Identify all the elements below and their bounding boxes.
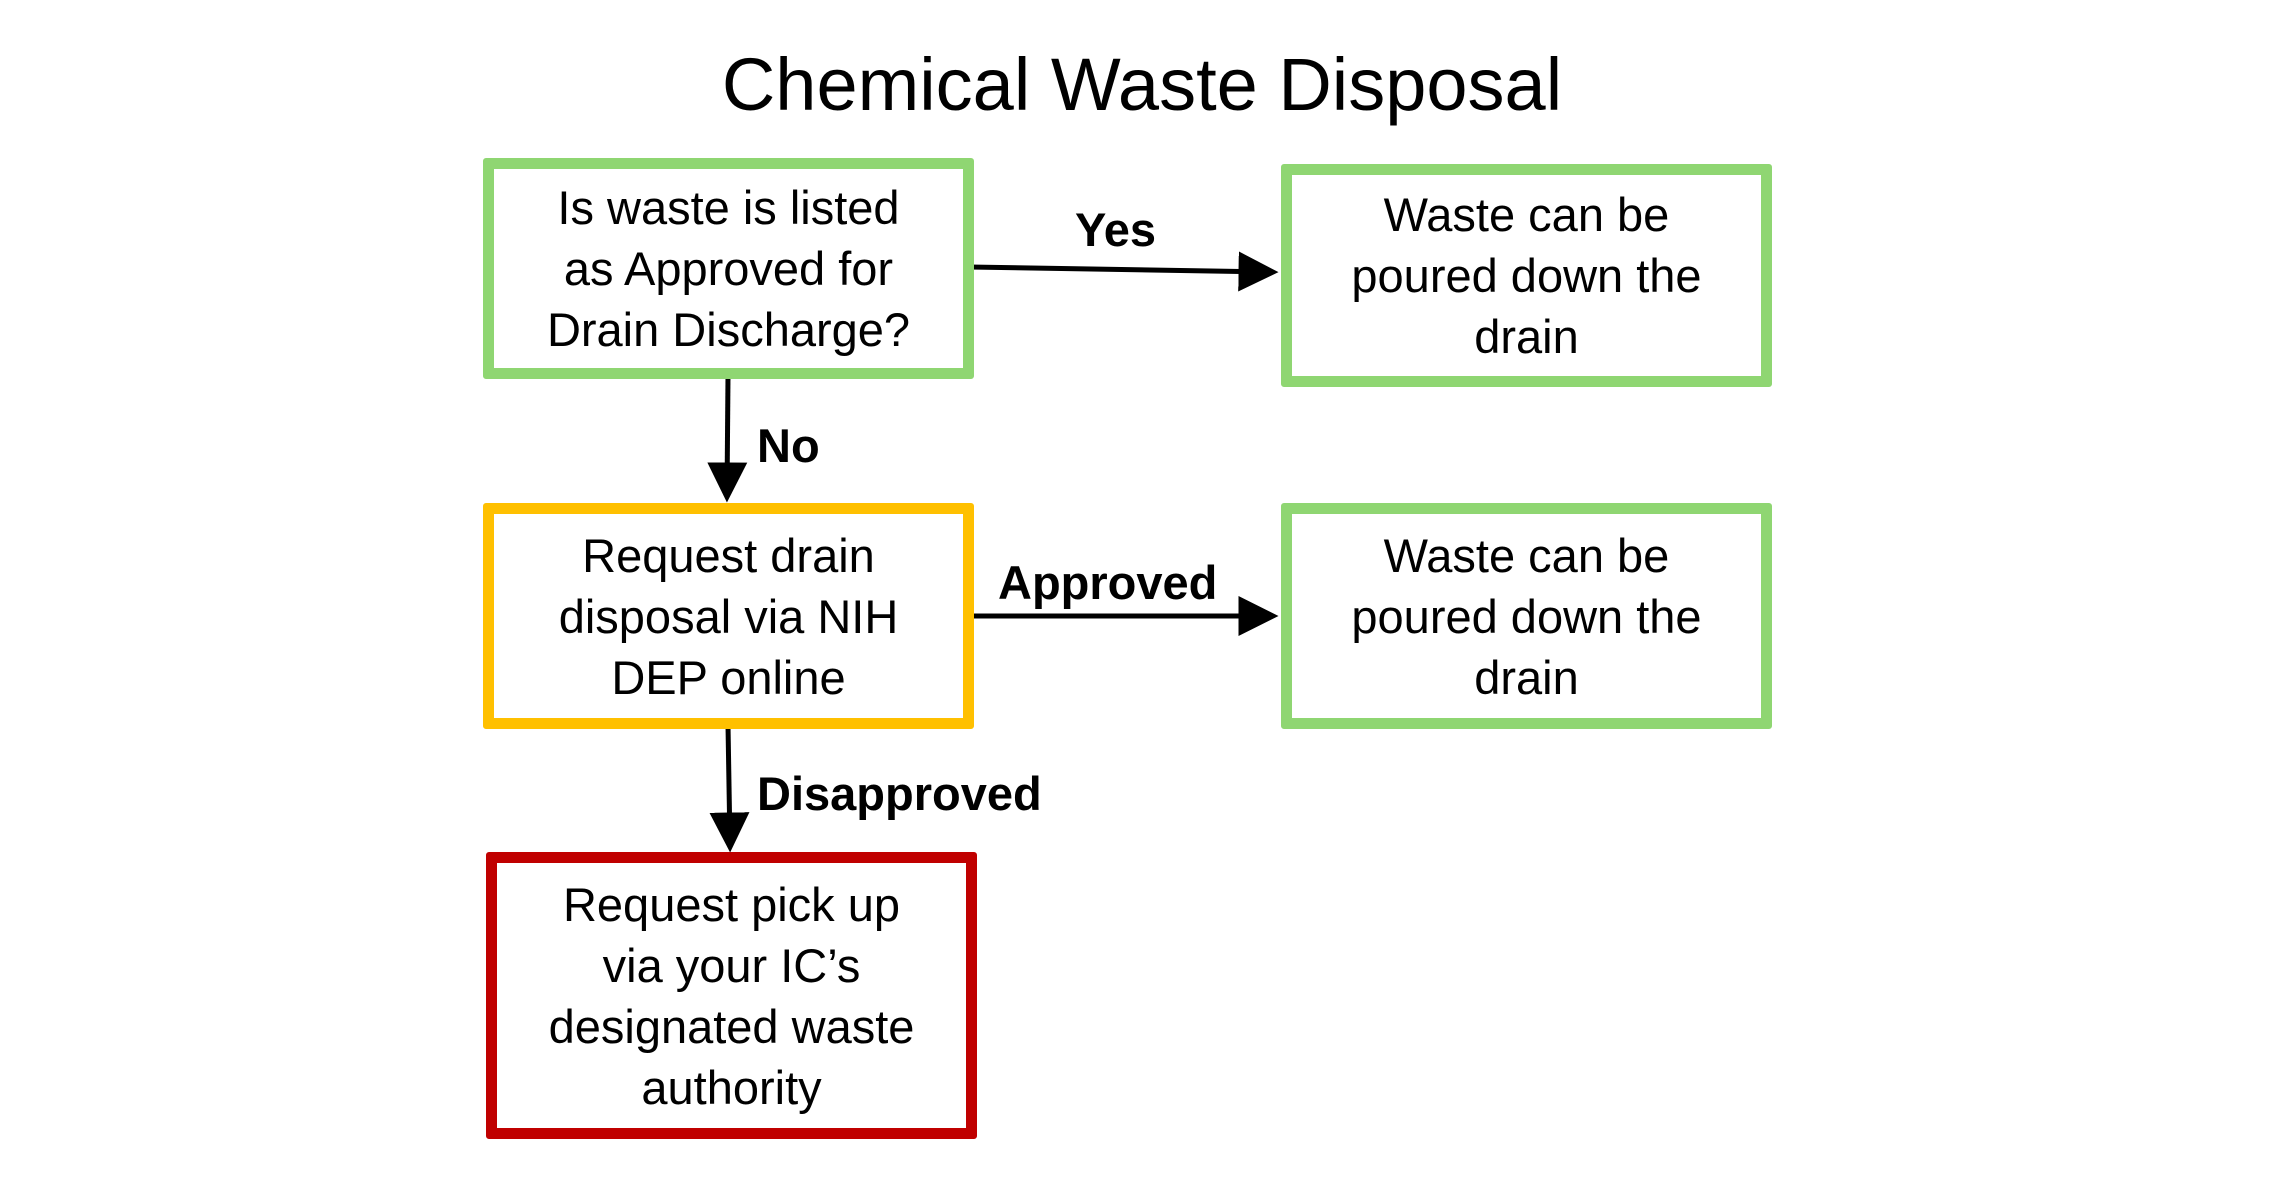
process-box-request-drain-disposal: Request drain disposal via NIH DEP onlin… (483, 503, 974, 729)
arrow-disapproved (709, 724, 750, 853)
result-box-drain-ok-approved: Waste can be poured down the drain (1281, 503, 1772, 729)
decision-box-text: Is waste is listed as Approved for Drain… (546, 181, 911, 356)
result-box-text: Waste can be poured down the drain (1351, 188, 1702, 363)
diagram-title: Chemical Waste Disposal (721, 43, 1563, 126)
arrow-yes (968, 251, 1279, 292)
edge-label-yes: Yes (1075, 203, 1157, 256)
result-box-text: Waste can be poured down the drain (1351, 528, 1702, 704)
process-box-text: Request drain disposal via NIH DEP onlin… (558, 528, 899, 704)
edge-label-disapproved: Disapproved (757, 767, 1042, 820)
arrow-no (707, 375, 748, 503)
process-box-request-pickup: Request pick up via your IC’s designated… (486, 852, 977, 1139)
edge-label-no: No (757, 419, 820, 472)
result-box-drain-ok-top: Waste can be poured down the drain (1281, 164, 1772, 387)
decision-box-approved-listing: Is waste is listed as Approved for Drain… (483, 158, 974, 379)
edge-label-approved: Approved (998, 556, 1218, 609)
process-box-text: Request pick up via your IC’s designated… (548, 877, 915, 1114)
